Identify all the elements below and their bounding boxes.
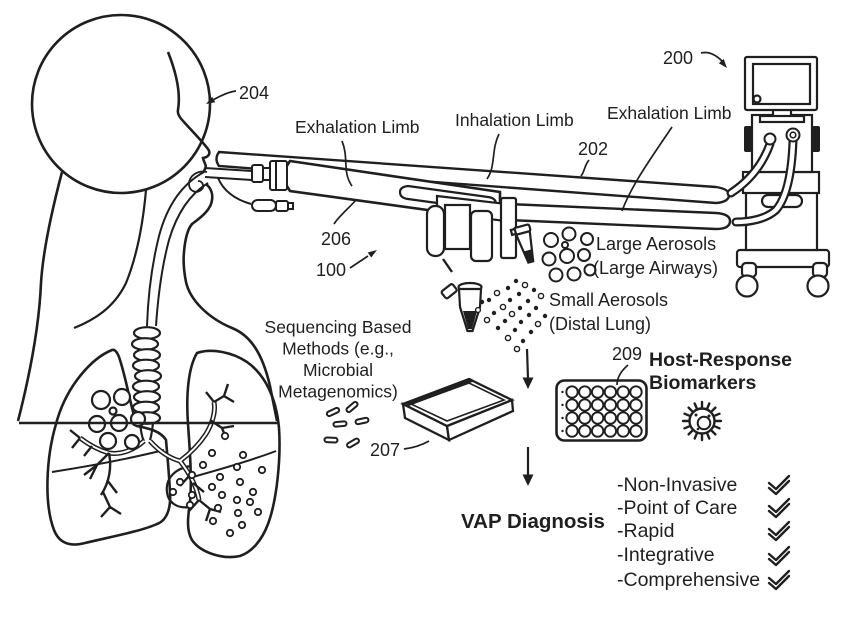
collection-tube-small [440, 281, 483, 333]
left-lung-fissure [51, 449, 165, 473]
pilot-balloon [251, 199, 277, 212]
et-tube [204, 167, 253, 181]
ventilator-hoses [726, 127, 801, 227]
label-sequencing-3: Microbial [303, 360, 373, 380]
sampler-body [443, 203, 472, 251]
airway [146, 171, 205, 327]
ventilator-port-left [763, 132, 777, 146]
sampler-cylinder [425, 204, 446, 258]
label-sequencing-1: Sequencing Based [265, 317, 412, 337]
label-exhalation-limb-right: Exhalation Limb [607, 103, 732, 123]
label-small-aerosols-1: Small Aerosols [549, 290, 668, 310]
assay-plate [555, 379, 648, 442]
leader-202 [580, 159, 590, 177]
neck-back-line [73, 189, 148, 330]
bacteria-rods [323, 401, 370, 449]
head-outline [30, 13, 212, 195]
monitor-stand-bar [758, 114, 806, 124]
ref-202: 202 [578, 139, 608, 159]
checklist-item-integrative: -Integrative [617, 544, 715, 566]
inhalation-tube [215, 150, 731, 205]
arrow-100 [349, 255, 369, 269]
check-icon [767, 545, 791, 567]
wheel-right [806, 274, 830, 298]
checklist-item-point-of-care: -Point of Care [617, 497, 737, 519]
checklist-item-comprehensive: -Comprehensive [617, 569, 760, 591]
wheel-left [735, 274, 759, 298]
leader-207 [403, 440, 430, 450]
tongue-curl [188, 170, 208, 193]
et-coupler [262, 167, 271, 181]
label-small-aerosols-2: (Distal Lung) [549, 314, 651, 334]
sampler-column [469, 209, 494, 263]
leader-lines [206, 51, 727, 450]
sequencer-device [400, 377, 515, 443]
pilot-line [217, 177, 252, 205]
label-sequencing-2: Methods (e.g., [282, 339, 394, 359]
face-profile [166, 51, 211, 172]
patient-figure [16, 13, 281, 559]
ref-206: 206 [321, 229, 351, 249]
leader-exhalation-right [621, 126, 673, 212]
check-icon [767, 497, 791, 519]
label-inhalation-limb: Inhalation Limb [455, 110, 574, 130]
label-vap-diagnosis: VAP Diagnosis [461, 510, 605, 533]
ref-200: 200 [663, 48, 693, 68]
figure-labels: Exhalation Limb Inhalation Limb Exhalati… [239, 48, 792, 533]
checklist-item-non-invasive: -Non-Invasive [617, 474, 737, 496]
large-aerosol-cluster [541, 226, 597, 283]
flow-arrows [522, 348, 534, 486]
leader-exhalation-left [341, 140, 353, 187]
right-lung [185, 349, 281, 559]
monitor-screen [751, 62, 812, 106]
aerosol-sampler [425, 194, 535, 333]
et-connector [217, 160, 294, 212]
airway-inner [155, 182, 209, 327]
checklist: -Non-Invasive -Point of Care -Rapid -Int… [617, 474, 791, 591]
monitor-knob [752, 94, 762, 104]
circuit-flange [269, 160, 288, 191]
checklist-item-rapid: -Rapid [617, 520, 674, 542]
arrow-204 [212, 90, 237, 101]
side-handle-right [812, 126, 820, 152]
check-icon [767, 569, 791, 591]
side-handle-left [744, 126, 752, 152]
ref-204: 204 [239, 83, 269, 103]
pilot-valve-tip [287, 202, 294, 210]
sequencer-hinge [404, 378, 475, 406]
check-icon [767, 520, 791, 542]
plate-row-markers [561, 390, 564, 433]
collection-tube-large [509, 223, 535, 264]
leader-206 [333, 199, 357, 225]
check-icon [767, 474, 791, 496]
ref-100: 100 [316, 260, 346, 280]
biomarker-cell-icon [681, 400, 723, 442]
down-arrow-1 [525, 348, 530, 380]
middle-lobe [165, 464, 192, 509]
pilot-valve [275, 200, 289, 212]
leader-inhalation [486, 133, 500, 180]
ref-207: 207 [370, 440, 400, 460]
plate-wells [565, 385, 643, 438]
et-adapter [251, 164, 264, 183]
chin-neck-chest [182, 182, 279, 422]
back-outline [16, 171, 64, 422]
label-host-response-1: Host-Response [649, 349, 792, 371]
label-large-aerosols-1: Large Aerosols [596, 234, 716, 254]
ref-209: 209 [612, 344, 642, 364]
distal-lung-circles [168, 431, 267, 538]
label-host-response-2: Biomarkers [649, 372, 756, 394]
exhalation-tube-right [506, 202, 732, 231]
label-sequencing-4: Metagenomics) [278, 382, 398, 402]
arrow-200 [700, 51, 723, 62]
label-exhalation-limb-left: Exhalation Limb [295, 117, 420, 137]
trachea-rings [130, 326, 163, 425]
leader-209 [616, 364, 629, 386]
small-aerosol-cluster [474, 278, 548, 353]
label-large-aerosols-2: (Large Airways) [593, 258, 718, 278]
